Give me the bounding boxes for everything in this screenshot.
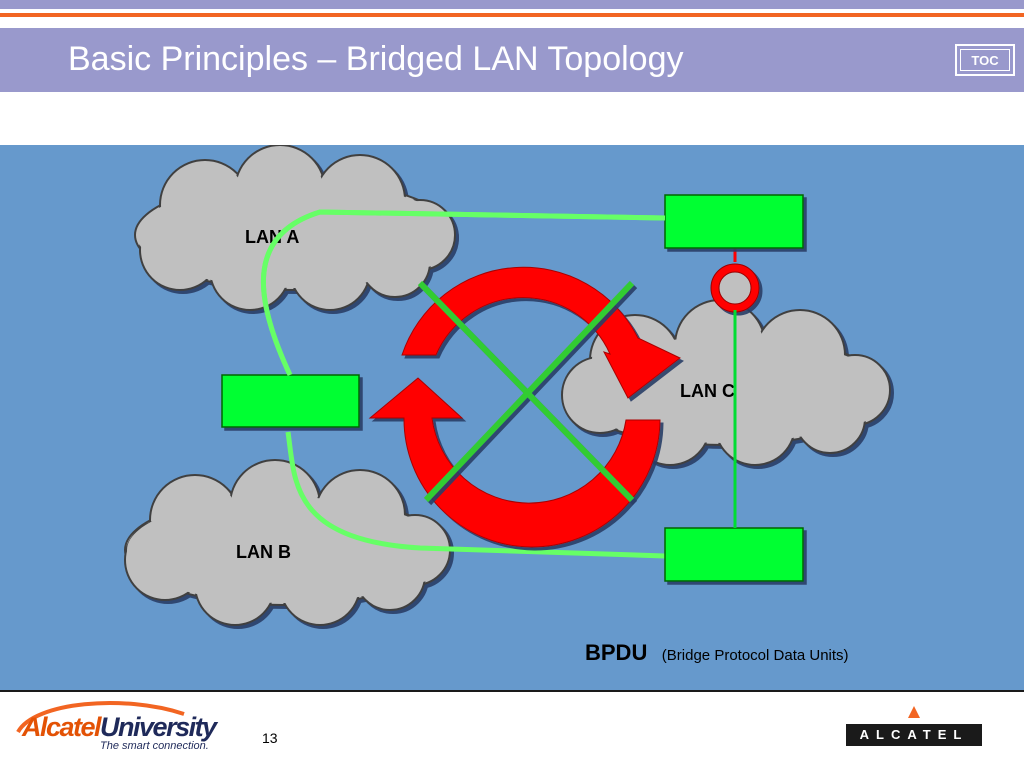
header-stripe-orange	[0, 13, 1024, 17]
alcatel-university-logo	[16, 701, 185, 734]
bpdu-term: BPDU	[585, 640, 648, 665]
alcatel-logo	[908, 706, 920, 718]
header-stripe-purple	[0, 0, 1024, 9]
brand-tagline: The smart connection.	[100, 740, 209, 752]
bpdu-description: (Bridge Protocol Data Units)	[661, 647, 849, 664]
title-bar	[0, 28, 1024, 92]
loop-arrow-lower	[368, 377, 661, 548]
page-number: 13	[262, 730, 278, 746]
lan-b-label: LAN B	[236, 542, 291, 562]
bridged-lan-diagram: LAN A LAN B LAN C	[124, 145, 891, 626]
slide-title: Basic Principles – Bridged LAN Topology	[68, 40, 684, 78]
alcatel-university-wordmark: AlcatelUniversity	[22, 712, 217, 742]
toc-label: TOC	[960, 49, 1010, 71]
toc-button[interactable]: TOC	[955, 44, 1015, 76]
bridge-top-right	[664, 194, 804, 249]
lan-b-cloud	[124, 459, 451, 626]
bpdu-legend: BPDU (Bridge Protocol Data Units)	[585, 640, 849, 666]
blocked-port-icon	[710, 263, 760, 313]
panel-divider	[0, 690, 1024, 692]
link-left-bridge-to-bottom-bridge	[285, 431, 666, 559]
alcatel-wordmark: ALCATEL	[846, 724, 982, 746]
loop-arrow-upper	[401, 266, 681, 399]
bridge-left	[221, 374, 360, 428]
lan-c-label: LAN C	[680, 381, 735, 401]
blocked-loop-x	[417, 280, 635, 503]
link-overlay	[260, 209, 737, 528]
loop-arrows	[368, 266, 681, 548]
